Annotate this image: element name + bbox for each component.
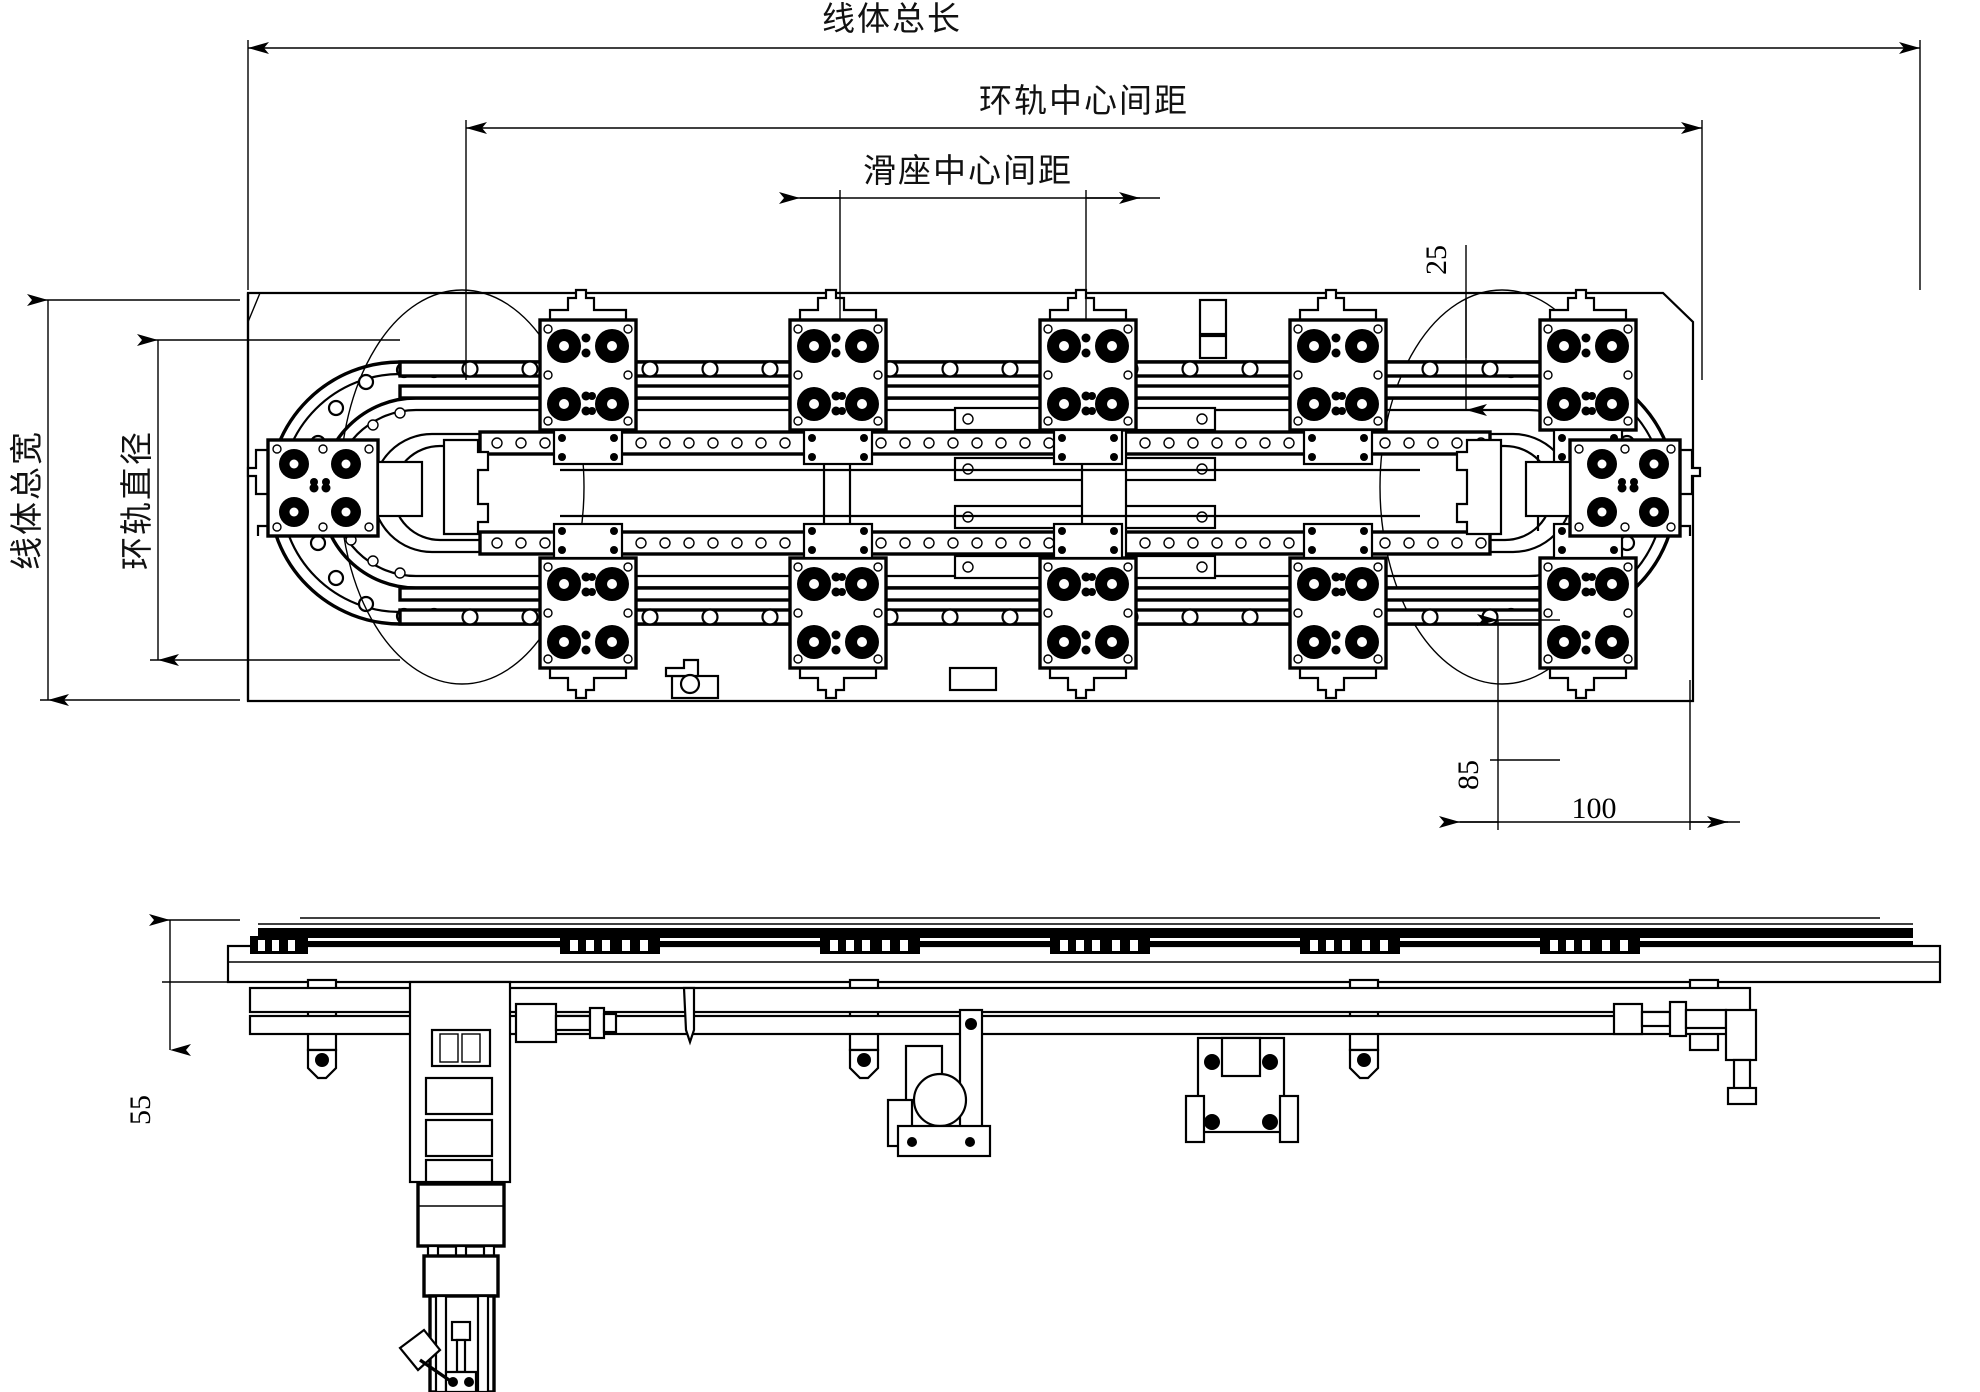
drive-motor-assembly[interactable] — [398, 980, 512, 1392]
deck-probe — [682, 986, 696, 1046]
inner-chain-rail-bottom — [478, 530, 1492, 556]
inner-slider-right — [1455, 438, 1503, 536]
dim-overall-length-label: 线体总长 — [822, 0, 962, 38]
carriage-left-end[interactable] — [246, 438, 424, 538]
accessory-block-b — [1198, 334, 1228, 360]
carriage-top-2[interactable] — [788, 288, 888, 466]
carriage-top-4[interactable] — [1288, 288, 1388, 466]
accessory-block-a — [1198, 298, 1228, 336]
sensor-dot — [679, 673, 701, 695]
carriage-bottom-5[interactable] — [1540, 524, 1636, 698]
center-mechanism-a — [886, 1008, 992, 1158]
top-view — [246, 288, 1702, 703]
accessory-bracket — [664, 658, 700, 678]
front-carriage-blocks — [250, 936, 1640, 954]
dim-25-label: 25 — [1420, 245, 1453, 275]
carriage-bottom-4[interactable] — [1290, 524, 1386, 698]
dim-ring-diameter-label: 环轨直径 — [117, 430, 156, 570]
dim-100-label: 100 — [1572, 792, 1617, 825]
carriage-top-1[interactable] — [538, 288, 638, 466]
accessory-block-d — [948, 666, 998, 692]
dim-55-label: 55 — [124, 1095, 157, 1125]
dimension-lines-top — [27, 40, 1921, 830]
pneumatic-cylinder-right — [1612, 1000, 1758, 1106]
pneumatic-cylinder-left — [514, 1002, 618, 1044]
carriage-top-3[interactable] — [1038, 288, 1138, 466]
motor-flange — [422, 1254, 500, 1298]
dim-ring-center-distance-label: 环轨中心间距 — [979, 81, 1189, 120]
dim-overall-width-label: 线体总宽 — [7, 430, 46, 570]
dimension-55 — [149, 914, 240, 1056]
upper-rail-band — [258, 928, 1913, 938]
center-mechanism-b — [1184, 1036, 1300, 1144]
carriage-bottom-2[interactable] — [790, 524, 886, 698]
gearbox — [416, 1182, 506, 1248]
carriage-right-end[interactable] — [1524, 438, 1702, 538]
dim-85-label: 85 — [1452, 760, 1485, 790]
carriage-bottom-3[interactable] — [1040, 524, 1136, 698]
front-view — [226, 917, 1942, 1392]
carriage-top-5[interactable] — [1538, 288, 1638, 466]
inner-slider-left — [442, 438, 490, 536]
dim-carriage-center-distance-label: 滑座中心间距 — [863, 151, 1073, 190]
carriage-bottom-1[interactable] — [540, 524, 636, 698]
